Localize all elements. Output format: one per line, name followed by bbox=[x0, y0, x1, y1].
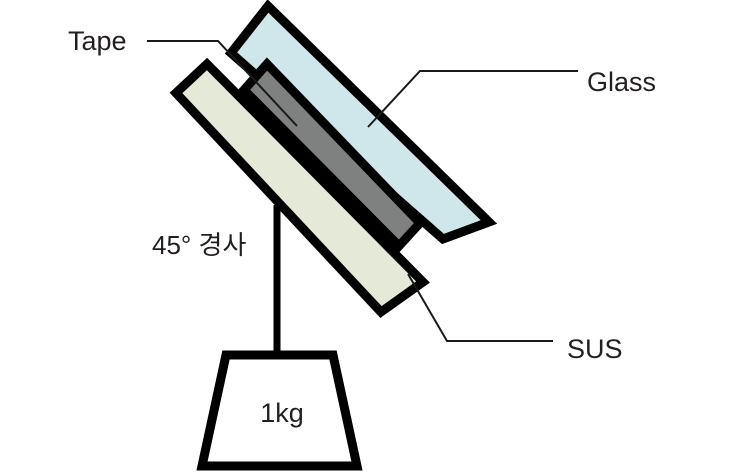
weight-label: 1kg bbox=[260, 398, 304, 428]
tape-leader-line bbox=[147, 40, 298, 127]
sus-plate bbox=[169, 57, 430, 318]
incline-angle-label: 45° 경사 bbox=[152, 230, 246, 260]
glass-label: Glass bbox=[587, 67, 656, 97]
weight-block bbox=[196, 350, 363, 471]
sus-leader-line bbox=[407, 273, 553, 342]
glass-leader-line bbox=[367, 70, 578, 128]
glass-plate bbox=[224, 0, 498, 245]
tape-layer bbox=[237, 57, 427, 253]
sus-label: SUS bbox=[567, 334, 623, 364]
tape-label: Tape bbox=[68, 26, 127, 56]
